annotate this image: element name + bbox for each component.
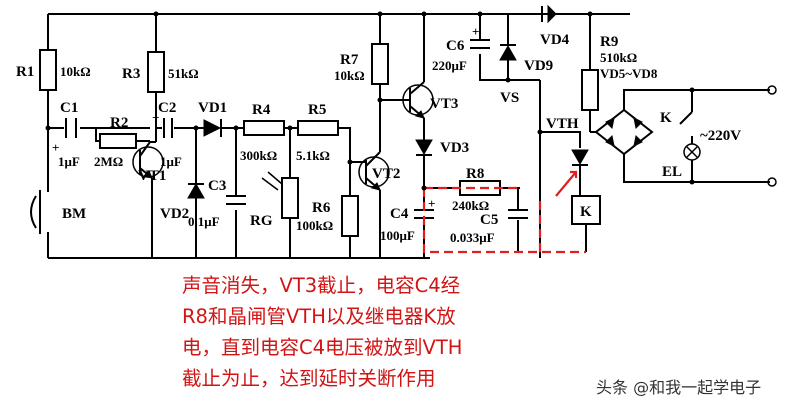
capacitor-c5	[508, 209, 528, 219]
annotation-note: 声音消失，VT3截止，电容C4经 R8和晶闸管VTH以及继电器K放 电，直到电容…	[182, 274, 463, 390]
capacitor-c2	[163, 118, 173, 138]
label-vd9: VD9	[524, 58, 553, 74]
label-rg: RG	[250, 213, 273, 229]
label-c6: C6	[446, 38, 465, 54]
label-vth: VTH	[546, 116, 579, 132]
label-vt1: VT1	[138, 168, 166, 184]
terminal-bottom	[767, 177, 777, 187]
label-r9-value: 510kΩ	[600, 50, 637, 65]
discharge-path-arrow	[555, 170, 578, 197]
watermark: 头条 @和我一起学电子	[596, 378, 762, 397]
label-r1-value: 10kΩ	[60, 64, 91, 79]
label-r4-value: 300kΩ	[240, 148, 277, 163]
capacitor-c1	[65, 118, 77, 138]
label-r5-value: 5.1kΩ	[296, 148, 330, 163]
capacitor-c6	[470, 39, 490, 49]
label-c5: C5	[480, 212, 498, 228]
label-c3-value: 0.1μF	[188, 214, 220, 229]
resistor-r6	[341, 195, 359, 237]
label-vs: VS	[500, 90, 519, 106]
label-plus-c2: +	[152, 110, 159, 125]
diode-vd2	[187, 182, 205, 199]
label-c1-value: 1μF	[58, 154, 80, 169]
label-vd3: VD3	[440, 140, 469, 156]
resistor-r4	[243, 120, 285, 136]
junction-dots	[45, 11, 695, 191]
label-plus-c4: +	[428, 196, 435, 211]
label-k-coil: K	[580, 204, 592, 220]
label-vd1: VD1	[198, 100, 227, 116]
label-c3: C3	[208, 178, 226, 194]
capacitor-c3	[226, 195, 246, 205]
resistor-r5	[297, 120, 339, 136]
label-c4: C4	[390, 206, 409, 222]
label-el: EL	[662, 164, 682, 180]
diode-vd4	[547, 4, 557, 24]
resistor-r9	[581, 69, 599, 111]
terminal-top	[767, 85, 777, 95]
discharge-path-highlight	[422, 186, 586, 254]
label-r6: R6	[312, 200, 331, 216]
label-r1: R1	[16, 64, 34, 80]
resistor-r3	[147, 51, 165, 93]
resistor-r2	[99, 133, 137, 149]
microphone-bm	[30, 195, 37, 229]
label-vd4: VD4	[540, 32, 570, 48]
label-r7-value: 10kΩ	[334, 68, 365, 83]
bridge-rectifier	[594, 108, 654, 156]
label-plus-c1: +	[52, 140, 59, 155]
label-r4: R4	[252, 102, 271, 118]
diode-vd3	[415, 139, 433, 156]
label-c5-value: 0.033μF	[450, 230, 495, 245]
label-r6-value: 100kΩ	[296, 218, 333, 233]
diode-vd9	[499, 44, 517, 61]
label-c6-value: 220μF	[432, 58, 467, 73]
scr-vth	[571, 149, 589, 166]
label-r5: R5	[308, 102, 326, 118]
label-r2-value: 2MΩ	[94, 154, 123, 169]
label-220v: ~220V	[700, 128, 741, 144]
label-r7: R7	[340, 52, 359, 68]
relay-coil-k	[571, 195, 601, 225]
label-r9: R9	[600, 34, 618, 50]
label-r2: R2	[110, 115, 128, 131]
label-c1: C1	[60, 100, 78, 116]
label-vd2: VD2	[160, 206, 189, 222]
label-vt3: VT3	[430, 96, 458, 112]
label-r8: R8	[466, 166, 484, 182]
label-vt2: VT2	[372, 166, 400, 182]
diode-vd1	[203, 119, 222, 137]
label-c4-value: 100μF	[380, 228, 415, 243]
label-k-contact: K	[660, 110, 672, 126]
label-r3: R3	[122, 66, 140, 82]
label-r8-value: 240kΩ	[452, 198, 489, 213]
resistor-r1	[39, 49, 57, 91]
label-c2-value: 1μF	[160, 154, 182, 169]
label-c2: C2	[158, 100, 176, 116]
label-bm: BM	[62, 206, 86, 222]
label-r3-value: 51kΩ	[168, 66, 199, 81]
photoresistor-rg	[281, 177, 299, 219]
resistor-r7	[371, 43, 389, 85]
label-vd5-vd8: VD5~VD8	[600, 66, 658, 81]
label-plus-c6: +	[472, 24, 479, 39]
